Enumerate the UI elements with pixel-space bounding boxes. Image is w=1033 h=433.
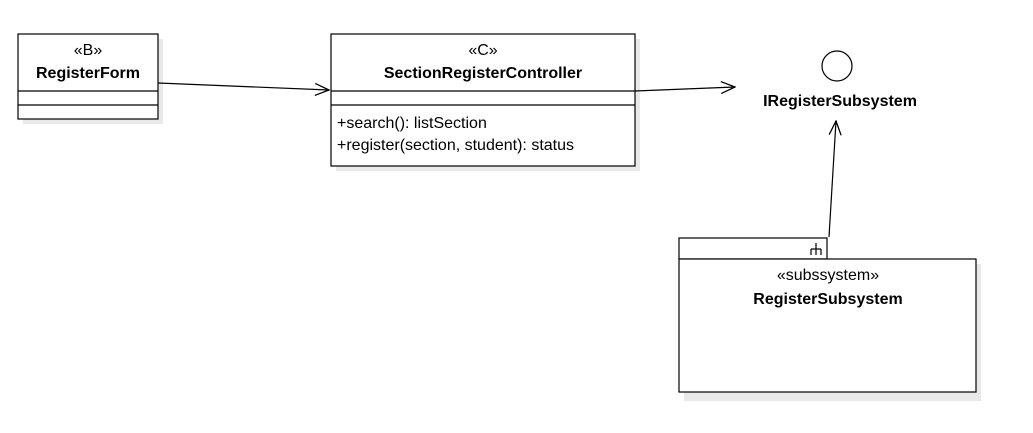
section-register-controller-class[interactable]: «C» SectionRegisterController +search():… <box>330 33 640 171</box>
register-form-stereotype: «B» <box>74 42 103 59</box>
controller-to-interface-arrow[interactable] <box>634 87 735 91</box>
register-form-class[interactable]: «B» RegisterForm <box>17 33 163 124</box>
subsystem-stereotype: «subssystem» <box>777 267 879 284</box>
register-form-name: RegisterForm <box>36 65 140 82</box>
subsystem-to-interface-arrow[interactable] <box>828 121 836 238</box>
controller-name: SectionRegisterController <box>384 65 582 82</box>
register-subsystem-package[interactable]: «subssystem» RegisterSubsystem <box>678 237 981 401</box>
subsystem-name: RegisterSubsystem <box>753 291 902 308</box>
register-subsystem-interface[interactable]: IRegisterSubsystem <box>763 50 917 110</box>
subsystem-fork-icon <box>810 243 822 255</box>
controller-stereotype: «C» <box>468 42 497 59</box>
controller-operation: +register(section, student): status <box>337 137 574 154</box>
controller-operation: +search(): listSection <box>337 115 487 132</box>
form-to-controller-arrow[interactable] <box>157 82 329 90</box>
interface-name: IRegisterSubsystem <box>763 93 917 110</box>
interface-circle-icon <box>821 50 853 82</box>
package-tab <box>678 237 828 260</box>
